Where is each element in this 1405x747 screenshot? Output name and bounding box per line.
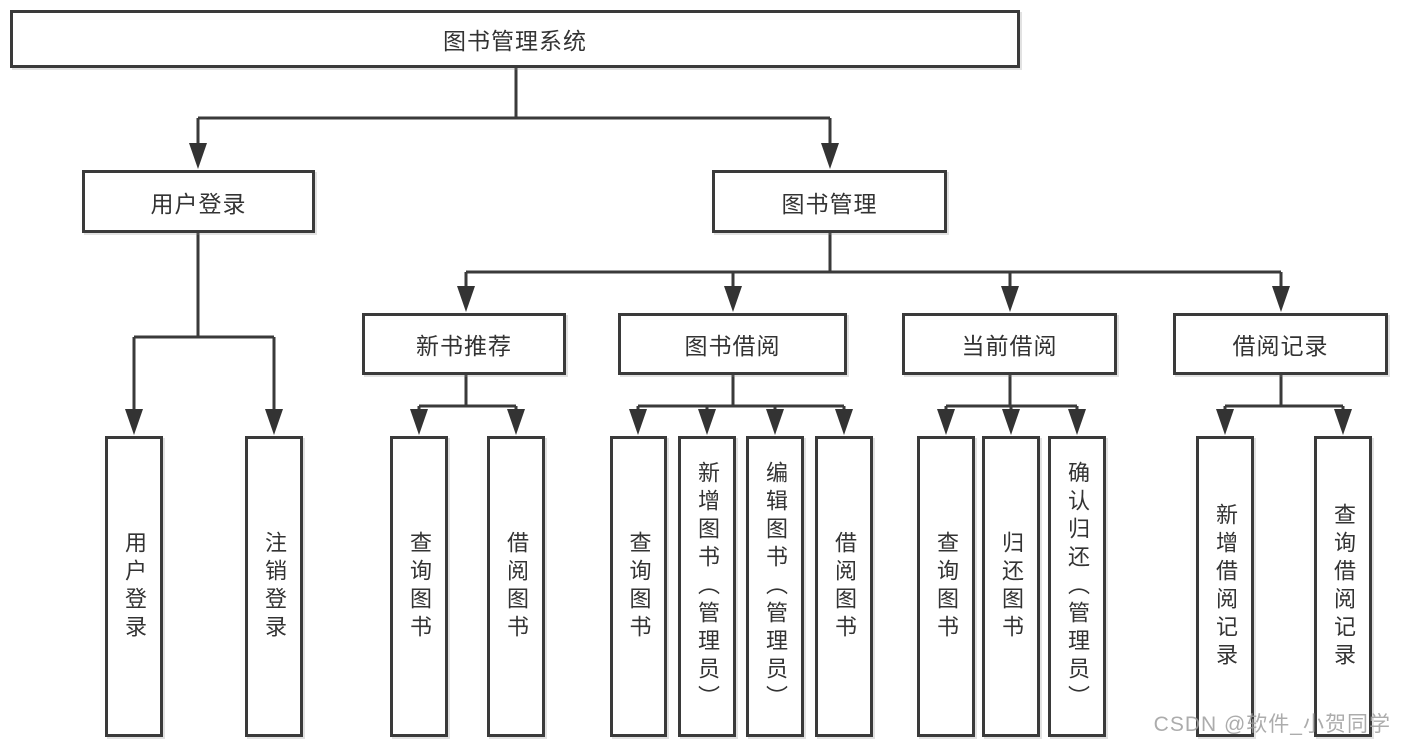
node-label: 借阅图书 bbox=[504, 530, 529, 643]
node-label: 当前借阅 bbox=[961, 333, 1058, 359]
node-label: 注销登录 bbox=[262, 530, 287, 643]
leaf-logout: 注销登录 bbox=[245, 436, 303, 737]
node-label: 借阅记录 bbox=[1232, 333, 1329, 359]
node-label: 用户登录 bbox=[150, 190, 247, 217]
leaf-return-book: 归还图书 bbox=[982, 436, 1040, 737]
csdn-watermark: CSDN @软件_小贺同学 bbox=[1153, 713, 1391, 736]
node-label: 图书管理系统 bbox=[443, 28, 587, 54]
node-label: 确认归还（管理员） bbox=[1065, 460, 1090, 713]
node-label: 查询借阅记录 bbox=[1331, 502, 1356, 671]
node-label: 查询图书 bbox=[934, 530, 959, 643]
node-label: 查询图书 bbox=[407, 530, 432, 643]
node-book-borrowing: 图书借阅 bbox=[618, 313, 847, 375]
leaf-query-books-borrowing: 查询图书 bbox=[610, 436, 667, 737]
node-label: 查询图书 bbox=[626, 530, 652, 643]
leaf-add-borrow-record: 新增借阅记录 bbox=[1196, 436, 1254, 737]
node-root: 图书管理系统 bbox=[10, 10, 1020, 68]
leaf-borrow-books-recommend: 借阅图书 bbox=[487, 436, 545, 737]
node-new-book-recommend: 新书推荐 bbox=[362, 313, 566, 375]
leaf-add-book-admin: 新增图书（管理员） bbox=[678, 436, 736, 737]
node-label: 图书借阅 bbox=[684, 333, 781, 359]
node-current-borrowing: 当前借阅 bbox=[902, 313, 1117, 375]
node-label: 借阅图书 bbox=[832, 530, 857, 643]
leaf-borrow-books-borrowing: 借阅图书 bbox=[815, 436, 873, 737]
leaf-query-borrow-record: 查询借阅记录 bbox=[1314, 436, 1372, 737]
leaf-edit-book-admin: 编辑图书（管理员） bbox=[746, 436, 804, 737]
node-label: 用户登录 bbox=[122, 530, 147, 643]
node-label: 新书推荐 bbox=[416, 333, 512, 359]
node-label: 归还图书 bbox=[999, 530, 1024, 643]
node-label: 编辑图书（管理员） bbox=[763, 460, 788, 713]
leaf-confirm-return-admin: 确认归还（管理员） bbox=[1048, 436, 1106, 737]
node-user-login: 用户登录 bbox=[82, 170, 315, 233]
node-label: 图书管理 bbox=[781, 190, 878, 217]
leaf-user-login: 用户登录 bbox=[105, 436, 163, 737]
node-label: 新增图书（管理员） bbox=[695, 460, 720, 713]
leaf-query-books-recommend: 查询图书 bbox=[390, 436, 448, 737]
leaf-query-books-current: 查询图书 bbox=[917, 436, 975, 737]
node-book-management: 图书管理 bbox=[712, 170, 947, 233]
node-borrowing-records: 借阅记录 bbox=[1173, 313, 1388, 375]
node-label: 新增借阅记录 bbox=[1213, 502, 1238, 671]
